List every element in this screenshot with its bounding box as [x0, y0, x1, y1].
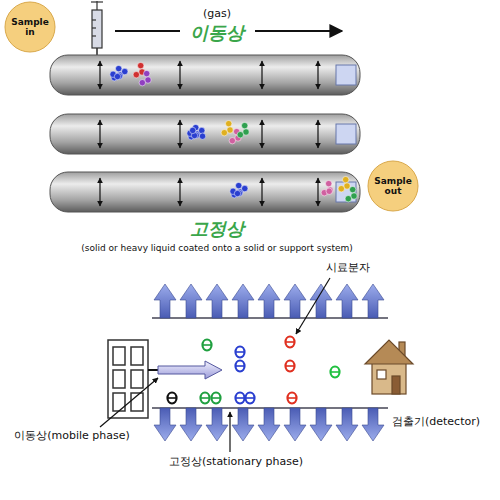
molecule [236, 393, 245, 404]
down-arrow [258, 408, 280, 441]
exchange-arrow [261, 178, 262, 206]
molecule [286, 361, 295, 372]
circle-shape [5, 2, 55, 52]
down-arrow [284, 408, 306, 441]
molecule-dot [199, 127, 205, 133]
exchange-arrow [99, 61, 100, 89]
molecule [212, 393, 221, 404]
exchange-arrow [179, 61, 180, 89]
mobile-phase-arrow [148, 361, 222, 379]
up-arrow [310, 284, 332, 318]
detector-window [336, 65, 356, 202]
down-arrow [232, 408, 254, 441]
sample-out-circle: Sample out [367, 160, 419, 212]
molecule-dot [342, 176, 348, 182]
up-arrow [232, 284, 254, 318]
molecule-dot [227, 127, 233, 133]
down-arrow [362, 408, 384, 441]
molecule-dot [243, 129, 249, 135]
exchange-arrow [261, 61, 262, 89]
molecule-dot [145, 77, 151, 83]
molecule-dot [226, 120, 232, 126]
phase-state-note: (gas) [203, 8, 231, 21]
up-arrow [154, 284, 176, 318]
molecule [288, 393, 297, 404]
molecule-dot [326, 188, 332, 194]
down-arrow [310, 408, 332, 441]
stationary-phase-callout: 고정상(stationary phase) [169, 456, 303, 469]
molecule-dot [138, 62, 144, 68]
stationary-phase-walls [152, 318, 388, 408]
sample-in-circle: Sample in [4, 1, 56, 53]
detector-callout: 검출기(detector) [392, 416, 480, 429]
molecule [246, 393, 255, 404]
molecule [236, 361, 245, 372]
exchange-arrow [317, 61, 318, 89]
up-arrow [284, 284, 306, 318]
molecule-dot [345, 196, 351, 202]
molecule-dot [338, 186, 344, 192]
gas-source-building [108, 340, 148, 418]
mobile-phase-callout: 이동상(mobile phase) [14, 430, 130, 443]
molecule-dot [199, 133, 205, 139]
up-arrow [180, 284, 202, 318]
node-label: Sample in [10, 17, 50, 38]
up-arrow [336, 284, 358, 318]
molecule-dot [133, 72, 139, 78]
molecule-dot [139, 80, 145, 86]
molecule-dot [189, 127, 195, 133]
down-arrow [154, 408, 176, 441]
up-arrow [258, 284, 280, 318]
molecule-dot [234, 190, 240, 196]
molecule [331, 367, 340, 378]
molecule-dot [115, 65, 121, 71]
molecule [203, 340, 212, 351]
sample-molecules [110, 62, 357, 201]
exchange-arrow [317, 178, 318, 206]
molecule [286, 337, 295, 348]
down-arrow [206, 408, 228, 441]
molecule-dot [236, 182, 242, 188]
node-label: Sample out [373, 176, 413, 197]
exchange-arrows [100, 61, 318, 206]
molecule-dot [237, 132, 243, 138]
stationary-phase-title: 고정상 [190, 219, 244, 240]
molecule [201, 393, 210, 404]
leader-lines [100, 278, 330, 452]
molecule [236, 347, 245, 358]
exchange-arrow [179, 178, 180, 206]
molecule-dot [229, 138, 235, 144]
molecule-dot [344, 183, 350, 189]
exchange-arrow [317, 120, 318, 148]
molecule-callout: 시료분자 [326, 262, 370, 275]
column-tubes [50, 55, 360, 212]
down-arrow [336, 408, 358, 441]
exchange-arrow [99, 120, 100, 148]
molecule-dot [122, 68, 128, 74]
up-arrow [206, 284, 228, 318]
exchange-arrow [179, 120, 180, 148]
exchange-arrow [261, 120, 262, 148]
stationary-phase-arrows [154, 284, 384, 441]
molecule [168, 393, 177, 404]
exchange-arrow [99, 178, 100, 206]
molecule-dot [242, 185, 248, 191]
detector-house [365, 340, 413, 394]
molecule-dot [221, 130, 227, 136]
stationary-phase-note: (solid or heavy liquid coated onto a sol… [81, 243, 353, 253]
down-arrow [180, 408, 202, 441]
sample-molecules [168, 337, 340, 404]
mobile-phase-title: 이동상 [190, 23, 244, 44]
molecule-dot [349, 186, 355, 192]
molecule-dot [325, 180, 331, 186]
molecule-dot [114, 73, 120, 79]
circle-shape [368, 161, 418, 211]
molecule-dot [144, 70, 150, 76]
up-arrow [362, 284, 384, 318]
molecule-dot [242, 122, 248, 128]
molecule-dot [351, 193, 357, 199]
